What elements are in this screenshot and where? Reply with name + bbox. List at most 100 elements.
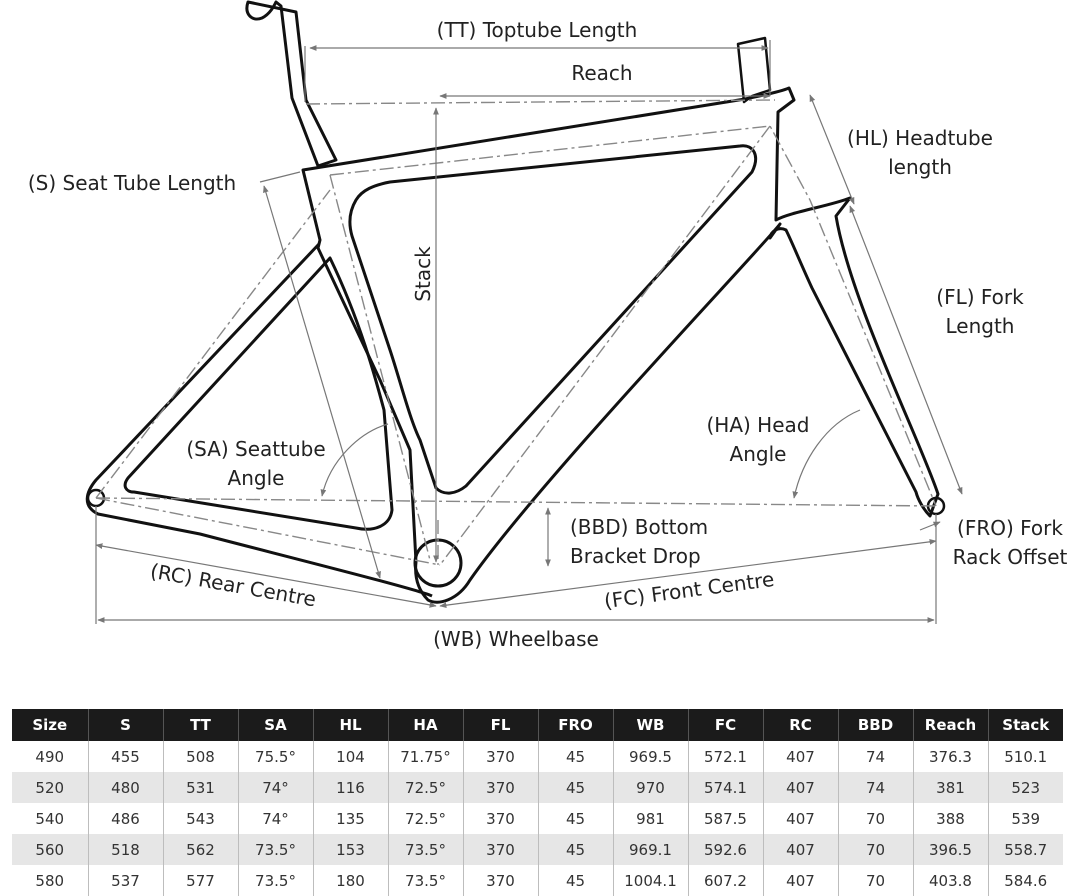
table-cell: 73.5° [387, 865, 463, 896]
table-cell: 584.6 [987, 865, 1063, 896]
table-cell: 518 [87, 834, 163, 865]
table-cell: 45 [537, 803, 613, 834]
table-cell: 574.1 [687, 772, 763, 803]
table-header-cell: HL [312, 709, 388, 741]
table-cell: 558.7 [987, 834, 1063, 865]
table-cell: 45 [537, 834, 613, 865]
table-cell: 543 [162, 803, 238, 834]
table-header-cell: WB [612, 709, 688, 741]
table-cell: 587.5 [687, 803, 763, 834]
table-cell: 72.5° [387, 803, 463, 834]
label-head-angle-2: Angle [730, 442, 787, 466]
table-cell: 70 [837, 834, 913, 865]
table-cell: 407 [762, 834, 838, 865]
table-cell: 74° [237, 803, 313, 834]
table-cell: 116 [312, 772, 388, 803]
table-cell: 75.5° [237, 741, 313, 772]
table-cell: 490 [12, 741, 88, 772]
table-cell: 407 [762, 741, 838, 772]
table-cell: 381 [912, 772, 988, 803]
table-cell: 370 [462, 803, 538, 834]
table-cell: 531 [162, 772, 238, 803]
label-fork-1: (FL) Fork [936, 285, 1024, 309]
table-cell: 520 [12, 772, 88, 803]
table-cell: 540 [12, 803, 88, 834]
table-header-cell: Size [12, 709, 88, 741]
table-header-cell: FL [462, 709, 538, 741]
label-head-angle-1: (HA) Head [707, 413, 810, 437]
rear-triangle-outer [85, 242, 433, 598]
table-header-cell: RC [762, 709, 838, 741]
label-fork-2: Length [946, 314, 1015, 338]
table-cell: 388 [912, 803, 988, 834]
table-cell: 370 [462, 772, 538, 803]
table-header-cell: TT [162, 709, 238, 741]
table-cell: 577 [162, 865, 238, 896]
table-cell: 104 [312, 741, 388, 772]
label-wheelbase: (WB) Wheelbase [433, 627, 599, 651]
table-cell: 981 [612, 803, 688, 834]
table-header-cell: HA [387, 709, 463, 741]
table-cell: 970 [612, 772, 688, 803]
stem [736, 36, 772, 104]
table-cell: 572.1 [687, 741, 763, 772]
label-seat-angle-1: (SA) Seattube [186, 437, 325, 461]
table-cell: 70 [837, 865, 913, 896]
label-bbd-1: (BBD) Bottom [570, 515, 708, 539]
table-header-cell: S [87, 709, 163, 741]
label-headtube-2: length [888, 155, 952, 179]
label-fro-1: (FRO) Fork [957, 516, 1063, 540]
table-cell: 407 [762, 865, 838, 896]
table-cell: 180 [312, 865, 388, 896]
label-headtube-1: (HL) Headtube [847, 126, 993, 150]
table-cell: 370 [462, 834, 538, 865]
table-cell: 74 [837, 772, 913, 803]
table-header-cell: BBD [837, 709, 913, 741]
table-cell: 153 [312, 834, 388, 865]
label-bbd-2: Bracket Drop [570, 544, 701, 568]
table-cell: 73.5° [237, 865, 313, 896]
table-cell: 562 [162, 834, 238, 865]
frame-outline [85, 0, 946, 604]
table-cell: 73.5° [387, 834, 463, 865]
label-fro-2: Rack Offset [953, 545, 1068, 569]
seatpost [245, 0, 338, 168]
dimension-lines [95, 40, 963, 624]
label-reach: Reach [571, 61, 632, 85]
table-cell: 70 [837, 803, 913, 834]
bike-frame-diagram: (TT) Toptube Length Reach (HL) Headtube … [28, 0, 1068, 651]
table-cell: 403.8 [912, 865, 988, 896]
label-toptube: (TT) Toptube Length [437, 18, 638, 42]
table-cell: 72.5° [387, 772, 463, 803]
label-stack: Stack [411, 246, 435, 302]
table-cell: 508 [162, 741, 238, 772]
table-cell: 45 [537, 865, 613, 896]
table-cell: 480 [87, 772, 163, 803]
table-cell: 607.2 [687, 865, 763, 896]
table-cell: 135 [312, 803, 388, 834]
table-header-cell: Stack [987, 709, 1063, 741]
table-cell: 45 [537, 772, 613, 803]
table-cell: 407 [762, 803, 838, 834]
table-cell: 560 [12, 834, 88, 865]
table-cell: 74 [837, 741, 913, 772]
table-cell: 407 [762, 772, 838, 803]
table-header-cell: Reach [912, 709, 988, 741]
label-seat-tube: (S) Seat Tube Length [28, 171, 236, 195]
table-cell: 370 [462, 741, 538, 772]
label-seat-angle-2: Angle [228, 466, 285, 490]
table-cell: 73.5° [237, 834, 313, 865]
table-cell: 376.3 [912, 741, 988, 772]
table-cell: 486 [87, 803, 163, 834]
table-cell: 396.5 [912, 834, 988, 865]
table-cell: 969.5 [612, 741, 688, 772]
table-cell: 1004.1 [612, 865, 688, 896]
table-cell: 71.75° [387, 741, 463, 772]
